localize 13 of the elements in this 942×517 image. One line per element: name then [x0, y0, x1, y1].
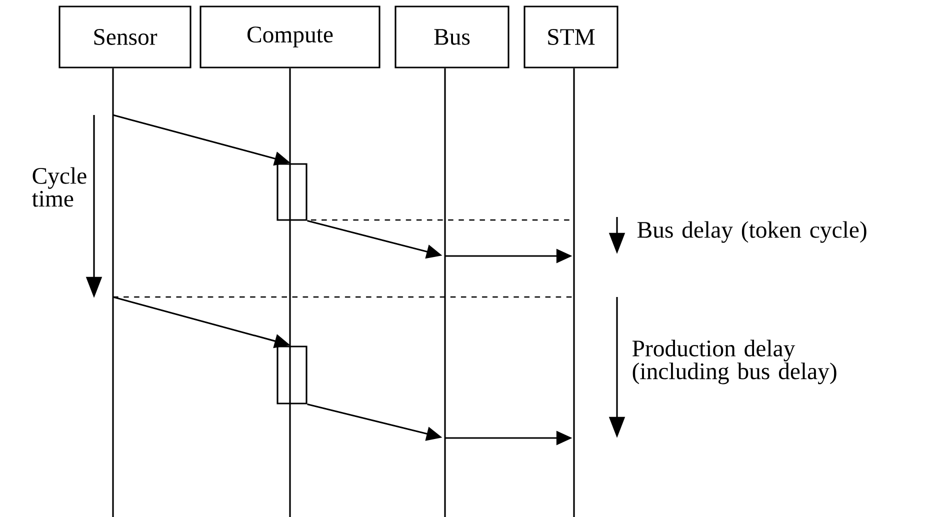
lifeline [573, 68, 575, 517]
annotation-text: Cycle time [32, 167, 86, 207]
activation-box [276, 163, 308, 221]
lifeline-header: Sensor [58, 6, 192, 68]
lifeline-header: Bus [394, 6, 510, 68]
lifeline [444, 68, 446, 517]
activation-box [276, 346, 308, 404]
lifeline-header: Compute [200, 6, 380, 68]
annotation-text: Bus delay (token cycle) [637, 221, 866, 243]
lifeline-header: STM [524, 6, 618, 68]
lifeline [112, 68, 114, 517]
lifeline [289, 68, 291, 517]
annotation-text: Production delay (including bus delay) [632, 340, 836, 384]
